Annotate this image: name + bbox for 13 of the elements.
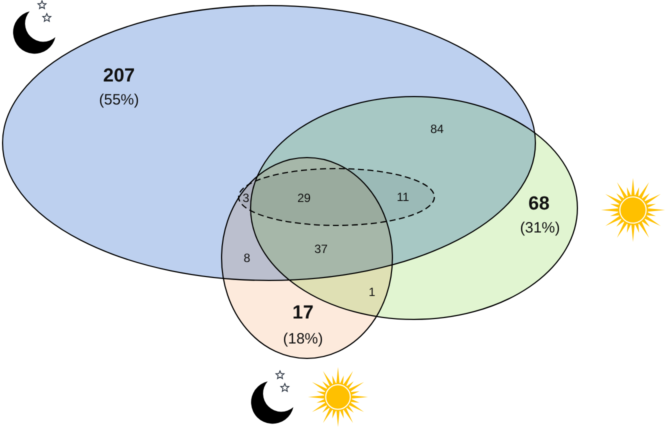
set-count: 68 — [528, 194, 550, 214]
set-count: 17 — [292, 304, 314, 322]
region-count: 3 — [242, 192, 250, 204]
region-count: 8 — [244, 252, 250, 264]
region-count: 11 — [396, 191, 410, 203]
set-percentage: (55%) — [99, 92, 139, 108]
set-percentage: (31%) — [520, 220, 560, 236]
region-count: 29 — [297, 192, 311, 204]
set-count: 207 — [103, 66, 135, 86]
region-count: 84 — [430, 123, 444, 135]
region-count: 37 — [314, 243, 328, 255]
region-count: 1 — [368, 286, 376, 298]
set-percentage: (18%) — [283, 332, 323, 346]
